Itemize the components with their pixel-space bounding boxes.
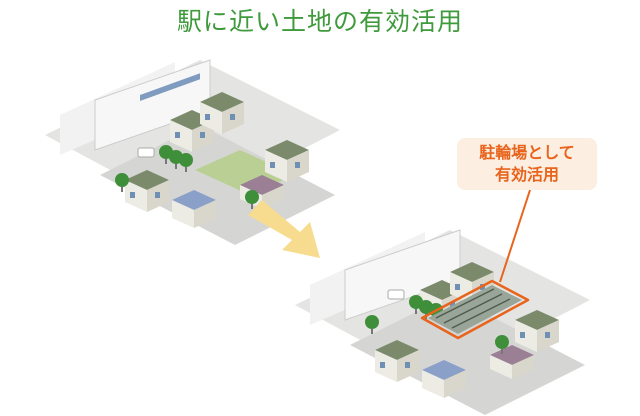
transition-arrow (248, 200, 320, 258)
page-title: 駅に近い土地の有効活用 (176, 7, 463, 36)
callout-line2: 有効活用 (494, 165, 559, 184)
before-scene (45, 59, 340, 245)
callout-line1: 駐輪場として (479, 143, 575, 162)
callout-pointer (499, 189, 531, 283)
after-scene (295, 229, 590, 415)
bicycle-parking (420, 279, 530, 340)
callout-bicycle-parking: 駐輪場として 有効活用 (457, 138, 597, 190)
parking-highlight (420, 279, 530, 340)
